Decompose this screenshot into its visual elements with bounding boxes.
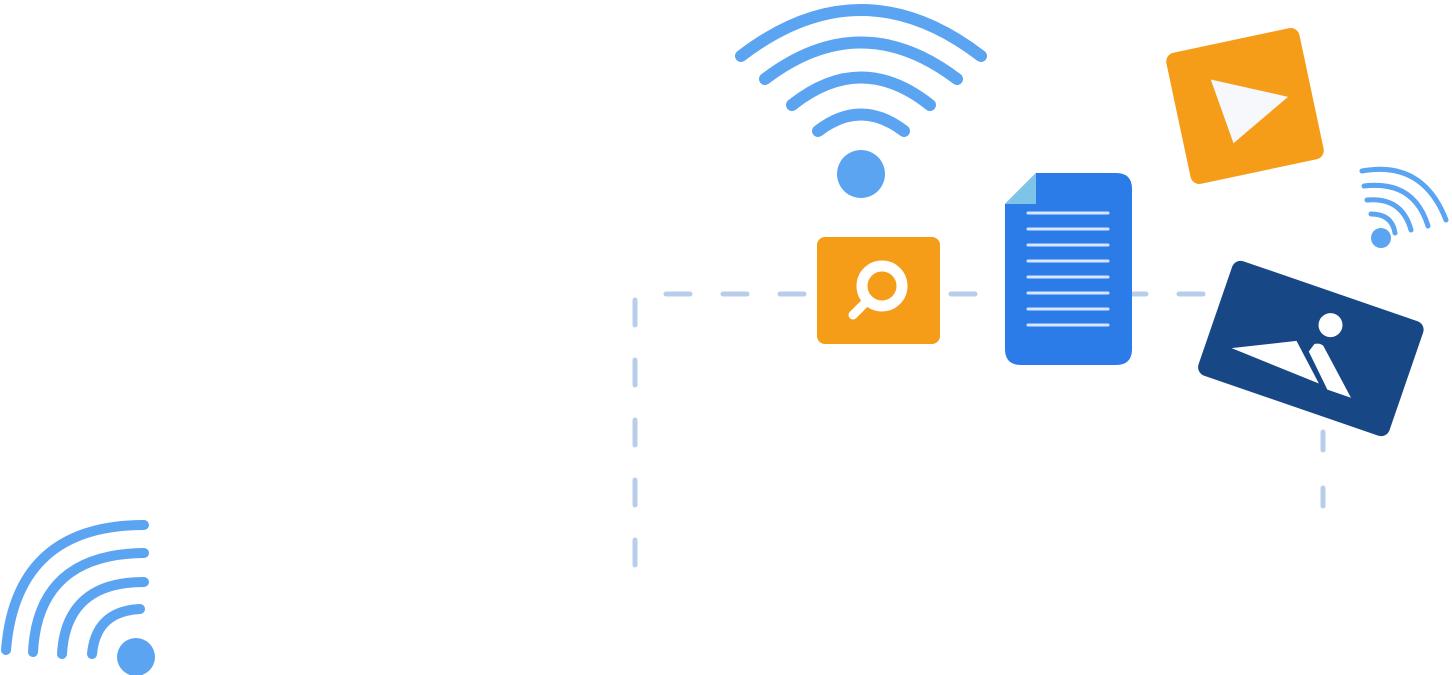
wifi-small-icon — [1359, 166, 1449, 248]
play-tile — [1166, 28, 1324, 184]
image-tile — [1198, 260, 1424, 437]
document-text-lines — [1026, 211, 1110, 327]
search-icon — [848, 260, 908, 320]
wifi-large-icon — [735, 4, 987, 198]
wifi-corner-icon — [1, 520, 155, 675]
document-icon — [1005, 173, 1132, 365]
image-icon — [1231, 313, 1351, 398]
dashed-connectors — [632, 291, 1326, 569]
search-tile — [817, 237, 940, 344]
play-icon — [1210, 79, 1289, 144]
